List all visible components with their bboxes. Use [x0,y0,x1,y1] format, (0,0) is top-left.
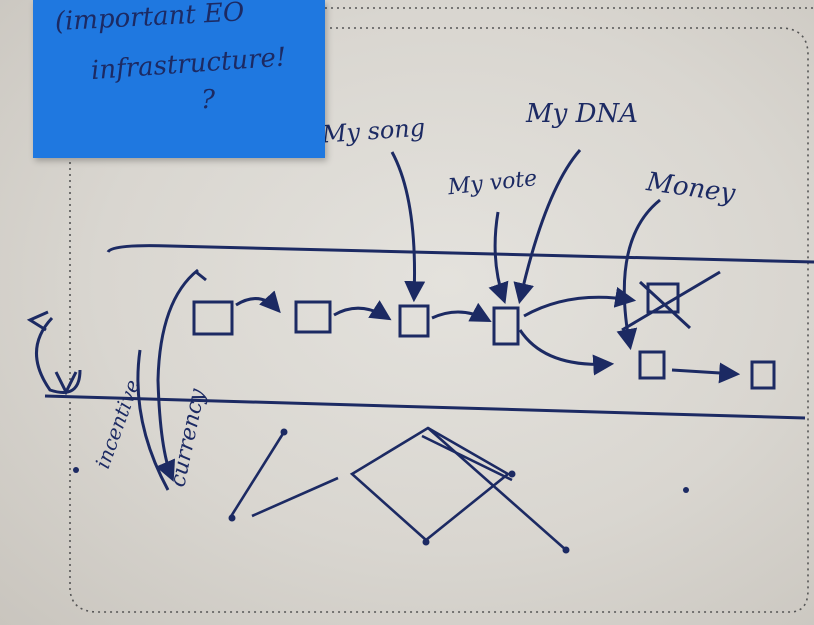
graph-node [423,539,430,546]
sticky-note [33,0,325,158]
top-lane-line [108,246,814,262]
graph-node [683,487,689,493]
graph-node [563,547,570,554]
currency-bracket-top [196,272,206,280]
graph-edge-2 [252,478,338,516]
chain-box-3 [400,306,428,336]
chain-box-4 [494,308,518,344]
graph-edge-3 [428,428,566,550]
chain-box-2 [296,302,330,332]
long-sweep-arrow [138,350,168,490]
cross-stroke-2 [622,272,720,330]
chain-arrow-2 [334,308,388,318]
graph-node [509,471,516,478]
graph-edge-4 [422,436,512,480]
chain-box-5 [640,352,664,378]
label-incentive: incentive [90,376,144,471]
my-song-pointer [392,152,415,298]
graph-node [229,515,236,522]
incentive-dot [73,467,79,473]
chain-arrow-3 [432,312,488,320]
chain-box-1 [194,302,232,334]
my-vote-pointer [495,212,504,300]
label-my-vote: My vote [446,166,539,200]
graph-diamond [352,428,508,540]
label-currency: currency [165,386,210,489]
label-my-song: My song [320,113,426,148]
chain-box-6 [752,362,774,388]
chain-arrow-5 [672,370,736,374]
label-my-dna: My DNA [525,99,638,129]
graph-node [281,429,288,436]
chain-arrow-1 [236,299,278,310]
chain-arrow-upper [524,297,632,316]
chain-arrow-lower [520,330,610,364]
